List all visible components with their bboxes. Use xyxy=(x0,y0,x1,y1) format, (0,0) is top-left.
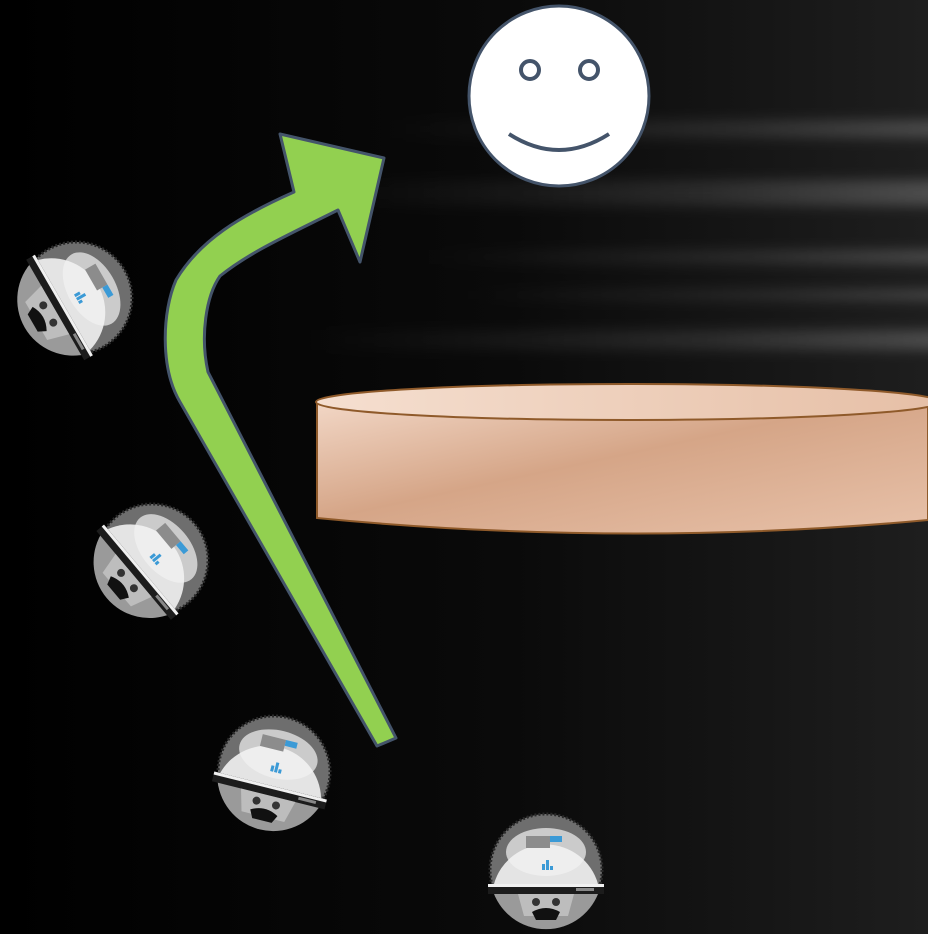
obstacle-disc xyxy=(316,384,928,534)
smiley-face-icon xyxy=(469,6,649,186)
